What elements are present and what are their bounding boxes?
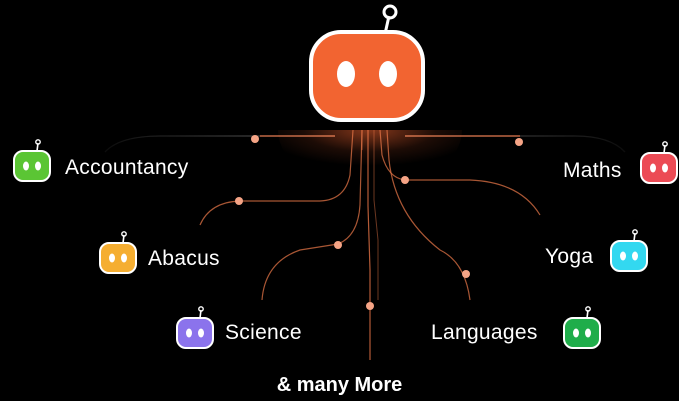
- subject-label-accountancy: Accountancy: [65, 156, 189, 179]
- node-dot: [462, 270, 470, 278]
- line-accountancy: [104, 135, 335, 153]
- node-dot: [235, 197, 243, 205]
- subject-label-abacus: Abacus: [148, 247, 220, 270]
- robot-icon: [99, 231, 137, 274]
- line-center-2: [373, 130, 379, 300]
- robot-icon: [610, 229, 648, 272]
- node-dot: [334, 241, 342, 249]
- subject-label-yoga: Yoga: [545, 245, 594, 268]
- robot-mascot-icon: [309, 4, 425, 122]
- line-maths: [405, 135, 626, 153]
- mascot-glow: [278, 130, 462, 190]
- subject-label-languages: Languages: [431, 321, 538, 344]
- line-abacus: [199, 129, 354, 226]
- node-dot: [515, 138, 523, 146]
- robot-icon: [563, 306, 601, 349]
- subject-label-science: Science: [225, 321, 302, 344]
- line-more: [367, 130, 371, 360]
- node-dot: [401, 176, 409, 184]
- robot-icon: [640, 141, 678, 184]
- robot-icon: [13, 139, 51, 182]
- subject-label-maths: Maths: [563, 159, 622, 182]
- line-yoga: [379, 129, 541, 216]
- more-subjects-text: & many More: [276, 374, 403, 396]
- line-science: [261, 129, 363, 301]
- robot-icon: [176, 306, 214, 349]
- node-dot: [366, 302, 374, 310]
- node-dot: [251, 135, 259, 143]
